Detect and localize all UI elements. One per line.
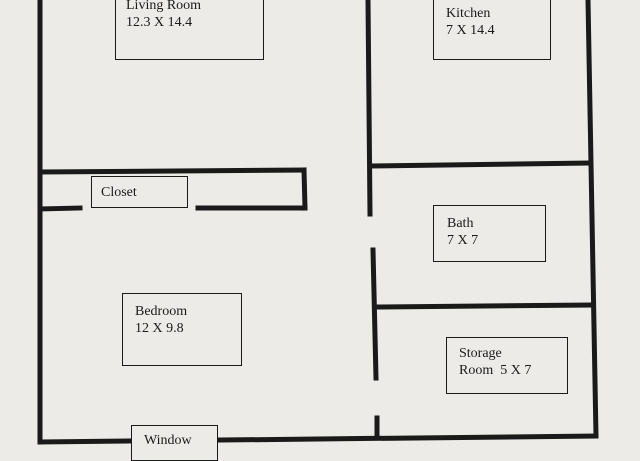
living-room-label: Living Room 12.3 X 14.4 <box>115 0 264 60</box>
window-name: Window <box>144 433 192 448</box>
living-room-name: Living Room <box>126 0 202 13</box>
wall-bath-storage <box>373 302 593 310</box>
wall-closet-top <box>37 167 307 175</box>
wall-center-middle <box>370 247 379 381</box>
window-label: Window <box>131 425 218 461</box>
kitchen-dimensions: 7 X 14.4 <box>446 23 495 38</box>
bedroom-label: Bedroom 12 X 9.8 <box>122 293 242 366</box>
storage-label: Storage Room 5 X 7 <box>446 337 568 394</box>
closet-name: Closet <box>101 185 137 200</box>
storage-dimensions: Room 5 X 7 <box>459 363 532 378</box>
wall-right <box>585 0 599 439</box>
wall-kitchen-bath <box>367 160 591 169</box>
wall-closet-right <box>301 167 308 211</box>
kitchen-name: Kitchen <box>446 6 491 21</box>
wall-bottom <box>37 433 599 445</box>
living-room-dimensions: 12.3 X 14.4 <box>126 15 193 30</box>
wall-closet-bottom-left <box>37 205 83 212</box>
bedroom-name: Bedroom <box>135 304 188 319</box>
bedroom-dimensions: 12 X 9.8 <box>135 321 184 336</box>
closet-label: Closet <box>91 176 188 208</box>
bath-label: Bath 7 X 7 <box>433 205 546 262</box>
bath-name: Bath <box>447 216 474 231</box>
bath-dimensions: 7 X 7 <box>447 233 479 248</box>
kitchen-label: Kitchen 7 X 14.4 <box>433 0 551 60</box>
wall-center-upper <box>365 0 373 217</box>
storage-name: Storage <box>459 346 502 361</box>
